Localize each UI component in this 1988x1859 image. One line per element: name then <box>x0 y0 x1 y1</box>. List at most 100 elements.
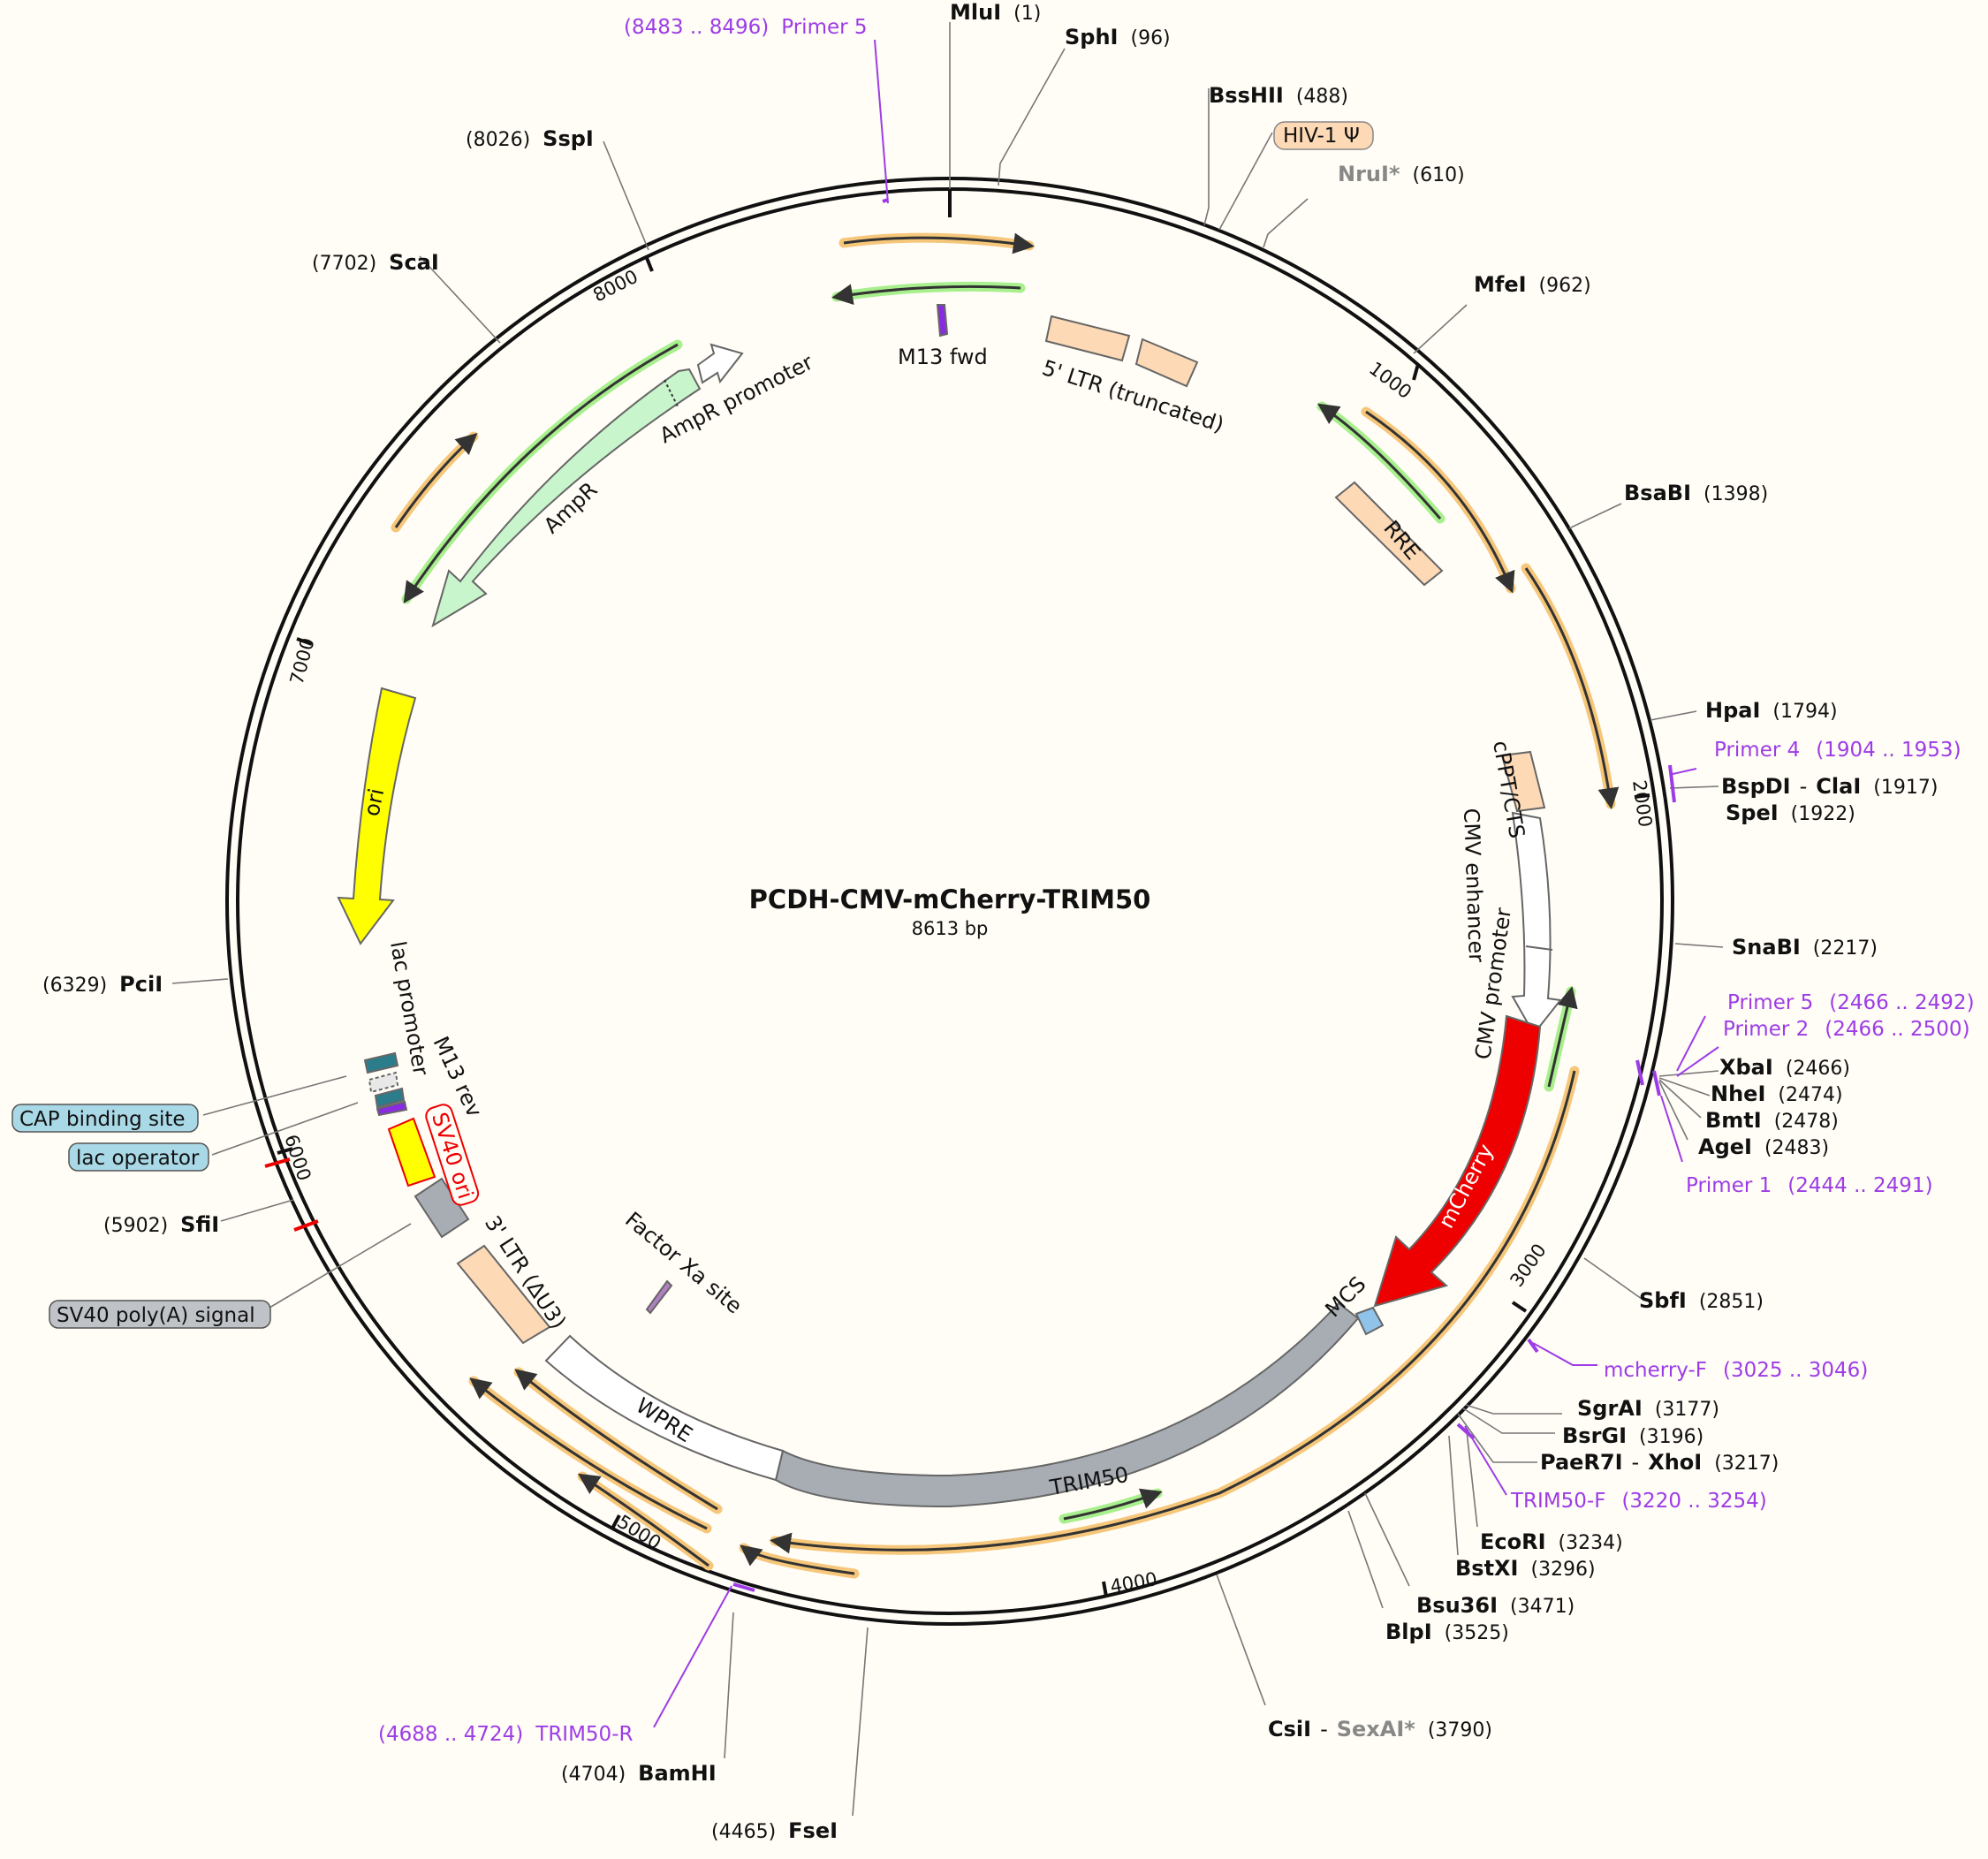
svg-text:mcherry-F(3025 .. 3046): mcherry-F (3025 .. 3046) <box>1604 1359 1868 1382</box>
svg-text:Primer 4(1904 .. 1953): Primer 4 (1904 .. 1953) <box>1714 739 1961 762</box>
site-name: BstXI <box>1455 1556 1518 1581</box>
plasmid-length: 8613 bp <box>912 918 989 939</box>
site-name: SgrAI <box>1577 1396 1643 1421</box>
site-pos: (1922) <box>1791 803 1855 825</box>
svg-text:TRIM50-F(3220 .. 3254): TRIM50-F (3220 .. 3254) <box>1510 1490 1767 1513</box>
site-name: SpeI <box>1726 801 1779 825</box>
svg-text:MfeI(962): MfeI(962) <box>1474 272 1591 297</box>
svg-text:Primer 2(2466 .. 2500): Primer 2 (2466 .. 2500) <box>1723 1018 1970 1041</box>
site-pos: (8026) <box>466 129 530 151</box>
svg-text:SgrAI(3177): SgrAI(3177) <box>1577 1396 1719 1421</box>
label-hiv-psi: HIV-1 Ψ <box>1283 125 1360 148</box>
site-pos: (2466) <box>1786 1058 1850 1080</box>
site-pos: (1794) <box>1772 701 1837 723</box>
site-pos: (3790) <box>1428 1719 1492 1741</box>
svg-text:Primer 1(2444 .. 2491): Primer 1 (2444 .. 2491) <box>1686 1174 1933 1197</box>
svg-text:SbfI(2851): SbfI (2851) <box>1639 1288 1764 1313</box>
site-pos: (3234) <box>1559 1532 1623 1554</box>
label-5ltr: 5' LTR (truncated) <box>1039 355 1226 437</box>
label-sv40-polya: SV40 poly(A) signal <box>57 1304 255 1327</box>
label-cap-site: CAP binding site <box>19 1108 186 1131</box>
site-pos: (3471) <box>1510 1596 1574 1618</box>
sfi-marks <box>264 1157 319 1232</box>
primer-range: (3220 .. 3254) <box>1621 1490 1766 1513</box>
svg-text:BspDI-ClaI(1917): BspDI-ClaI(1917) <box>1721 774 1938 799</box>
site-pos: (3525) <box>1445 1622 1509 1644</box>
boxed-labels: HIV-1 Ψ CAP binding site lac operator SV… <box>11 121 1374 1329</box>
site-pos: (96) <box>1130 27 1170 49</box>
primer-range: (3025 .. 3046) <box>1723 1359 1868 1382</box>
feature-shapes <box>337 304 1562 1508</box>
label-factor-xa: Factor Xa site <box>620 1207 747 1318</box>
svg-text:BstXI(3296): BstXI (3296) <box>1455 1556 1596 1581</box>
svg-text:(4704)BamHI: (4704)BamHI <box>561 1761 717 1786</box>
site-name: PaeR7I <box>1540 1450 1623 1475</box>
site-pos: (2217) <box>1813 937 1878 960</box>
svg-text:HpaI(1794): HpaI (1794) <box>1705 698 1838 723</box>
site-name: ScaI <box>389 250 439 275</box>
primer-range: (2444 .. 2491) <box>1787 1174 1932 1197</box>
site-name: FseI <box>788 1818 838 1843</box>
site-name: SnaBI <box>1732 935 1801 960</box>
site-name: SphI <box>1065 25 1118 49</box>
label-m13-fwd: M13 fwd <box>898 345 988 369</box>
site-pos: (7702) <box>312 253 376 275</box>
primer-range: (1904 .. 1953) <box>1816 739 1961 762</box>
site-name: MluI <box>950 0 1001 25</box>
site-pos: (3296) <box>1530 1559 1595 1581</box>
lac-operator-box <box>68 1142 209 1172</box>
site-name: AgeI <box>1698 1134 1752 1159</box>
sv40-ori-box <box>425 1104 480 1206</box>
site-name: SexAI* <box>1337 1717 1416 1741</box>
site-name: NruI* <box>1338 162 1400 186</box>
svg-text:(4688 .. 4724)TRIM50-R: (4688 .. 4724)TRIM50-R <box>378 1723 633 1746</box>
site-name: BmtI <box>1705 1108 1762 1133</box>
svg-text:CsiI-SexAI*(3790): CsiI-SexAI*(3790) <box>1268 1717 1492 1741</box>
site-name: BamHI <box>638 1761 717 1786</box>
primer-name: Primer 1 <box>1686 1174 1772 1197</box>
plasmid-title: PCDH-CMV-mCherry-TRIM50 <box>749 884 1151 914</box>
primer-range: (2466 .. 2500) <box>1825 1018 1969 1041</box>
primer-name: mcherry-F <box>1604 1359 1707 1382</box>
svg-text:SphI(96): SphI (96) <box>1065 25 1171 49</box>
label-ori: ori <box>359 786 389 818</box>
site-name: HpaI <box>1705 698 1760 723</box>
site-name: SbfI <box>1639 1288 1687 1313</box>
svg-text:PaeR7I-XhoI(3217): PaeR7I-XhoI(3217) <box>1540 1450 1779 1475</box>
site-pos: (2851) <box>1699 1291 1764 1313</box>
svg-text:SpeI(1922): SpeI (1922) <box>1726 801 1855 825</box>
primer-name: Primer 5 <box>781 16 867 39</box>
site-name: Bsu36I <box>1416 1593 1498 1618</box>
svg-text:BsrGI(3196): BsrGI (3196) <box>1562 1423 1703 1448</box>
site-name: CsiI <box>1268 1717 1311 1741</box>
primer-name: Primer 2 <box>1723 1018 1809 1041</box>
svg-text:NheI(2474): NheI(2474) <box>1711 1081 1843 1106</box>
site-pos: (6329) <box>42 975 107 997</box>
site-name: BsaBI <box>1624 481 1691 505</box>
svg-text:(8026)SspI: (8026) SspI <box>466 126 594 151</box>
svg-text:BssHII(488): BssHII(488) <box>1209 83 1348 108</box>
site-name: SspI <box>543 126 594 151</box>
svg-text:XbaI(2466): XbaI(2466) <box>1719 1055 1850 1080</box>
site-pos: (2483) <box>1764 1137 1829 1159</box>
svg-text:(6329)PciI: (6329) PciI <box>42 972 163 997</box>
svg-text:AgeI(2483): AgeI (2483) <box>1698 1134 1829 1159</box>
site-pos: (1917) <box>1873 777 1938 799</box>
svg-text:(7702)ScaI: (7702) ScaI <box>312 250 439 275</box>
hiv-psi-box <box>1273 121 1374 150</box>
primer-range: (8483 .. 8496) <box>624 16 769 39</box>
primer-name: Primer 4 <box>1714 739 1800 762</box>
primer-name: TRIM50-F <box>1510 1490 1605 1513</box>
site-name: PciI <box>119 972 163 997</box>
site-pos: (610) <box>1413 164 1465 186</box>
site-pos: (962) <box>1539 275 1591 297</box>
svg-text:BlpI(3525): BlpI(3525) <box>1385 1620 1509 1644</box>
svg-text:Bsu36I(3471): Bsu36I (3471) <box>1416 1593 1574 1618</box>
site-name: XhoI <box>1648 1450 1702 1475</box>
site-name: BsrGI <box>1562 1423 1627 1448</box>
svg-text:EcoRI(3234): EcoRI(3234) <box>1480 1529 1623 1554</box>
primer-range: (2466 .. 2492) <box>1829 991 1974 1014</box>
svg-text:BsaBI(1398): BsaBI(1398) <box>1624 481 1768 505</box>
site-pos: (3196) <box>1639 1426 1703 1448</box>
tick-label: 3000 <box>1506 1240 1550 1291</box>
